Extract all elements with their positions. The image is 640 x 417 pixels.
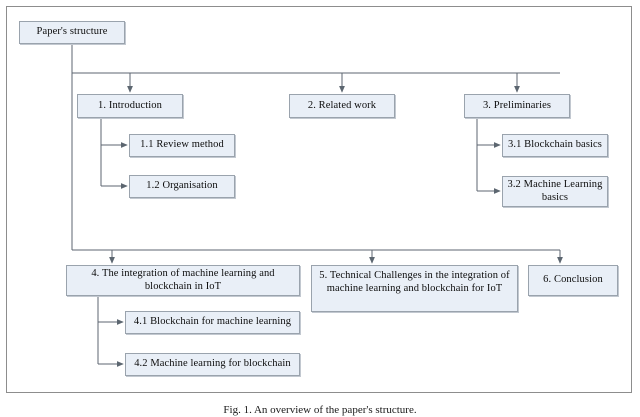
node-section-3-2[interactable]: 3.2 Machine Learning basics [502,176,608,207]
node-section-4-2[interactable]: 4.2 Machine learning for blockchain [125,353,300,376]
node-root-label: Paper's structure [36,26,108,38]
node-section-5[interactable]: 5. Technical Challenges in the integrati… [311,265,518,312]
node-section-1-1[interactable]: 1.1 Review method [129,134,235,157]
node-section-4[interactable]: 4. The integration of machine learning a… [66,265,300,296]
node-section-4-1-label: 4.1 Blockchain for machine learning [133,316,292,328]
node-section-5-label: 5. Technical Challenges in the integrati… [319,270,510,294]
node-section-1-2-label: 1.2 Organisation [146,180,218,192]
node-section-2-label: 2. Related work [307,99,377,111]
node-section-4-2-label: 4.2 Machine learning for blockchain [134,358,291,370]
node-section-1-label: 1. Introduction [98,99,162,111]
node-section-2[interactable]: 2. Related work [289,94,395,118]
node-section-4-label: 4. The integration of machine learning a… [91,267,275,292]
node-section-6-label: 6. Conclusion [543,274,603,286]
node-section-3-1[interactable]: 3.1 Blockchain basics [502,134,608,157]
node-section-3[interactable]: 3. Preliminaries [464,94,570,118]
node-section-3-label: 3. Preliminaries [482,99,552,111]
node-section-6[interactable]: 6. Conclusion [528,265,618,296]
node-root[interactable]: Paper's structure [19,21,125,44]
node-section-1-2[interactable]: 1.2 Organisation [129,175,235,198]
node-section-3-1-label: 3.1 Blockchain basics [508,139,602,151]
node-section-1[interactable]: 1. Introduction [77,94,183,118]
node-section-4-1[interactable]: 4.1 Blockchain for machine learning [125,311,300,334]
node-section-3-2-label: 3.2 Machine Learning basics [507,178,603,203]
node-section-1-1-label: 1.1 Review method [140,139,224,151]
figure-caption: Fig. 1. An overview of the paper's struc… [223,404,417,416]
